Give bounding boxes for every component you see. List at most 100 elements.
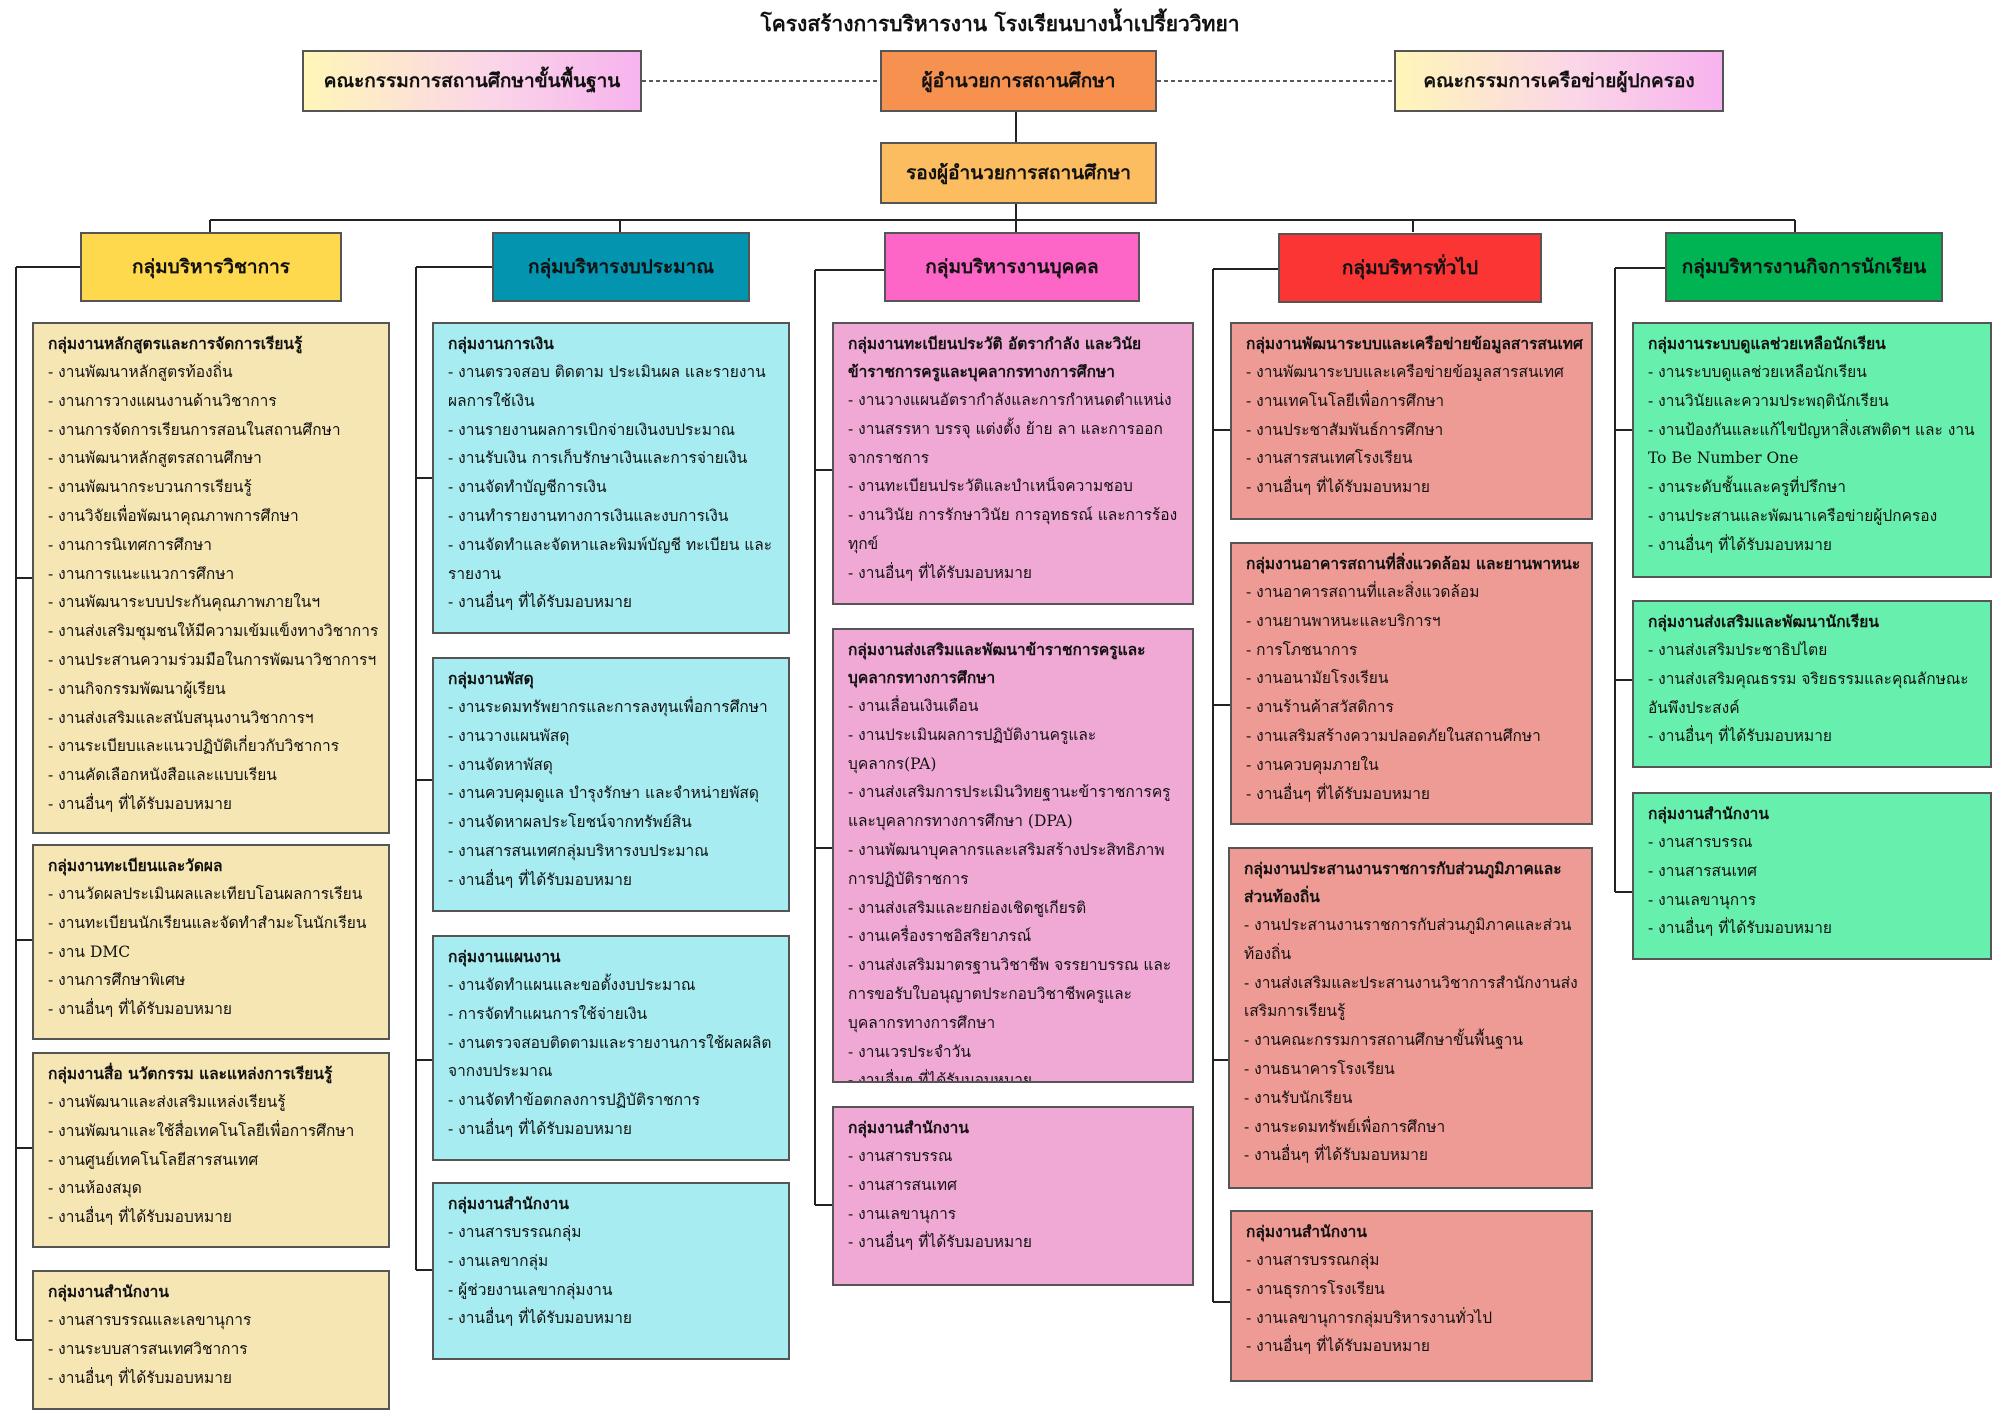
task-item: - งานรับเงิน การเก็บรักษาเงินและการจ่ายเ… — [448, 449, 748, 468]
task-item: - งานการแนะแนวการศึกษา — [48, 564, 235, 583]
task-item: - งานการจัดการเรียนการสอนในสถานศึกษา — [48, 420, 341, 439]
task-item: - งานสารบรรณ — [848, 1147, 953, 1165]
task-item: - งานยานพาหนะและบริการฯ — [1246, 611, 1441, 630]
task-item: - การจัดทำแผนการใช้จ่ายเงิน — [448, 1004, 648, 1023]
task-item: - งานประชาสัมพันธ์การศึกษา — [1246, 420, 1444, 439]
task-item: - งานกิจกรรมพัฒนาผู้เรียน — [48, 679, 226, 698]
task-item: - งานส่งเสริมมาตรฐานวิชาชีพ จรรยาบรรณ แล… — [848, 956, 1172, 1032]
task-item: - งานอื่นๆ ที่ได้รับมอบหมาย — [48, 1000, 233, 1019]
task-item: - งานจัดทำแผนและขอตั้งงบประมาณ — [448, 976, 696, 994]
task-item: - งานส่งเสริมคุณธรรม จริยธรรมและคุณลักษณ… — [1648, 669, 1969, 717]
task-item: - งานอาคารสถานที่และสิ่งแวดล้อม — [1246, 583, 1480, 601]
task-item: - งานประสานงานราชการกับส่วนภูมิภาคและส่ว… — [1244, 916, 1572, 963]
task-item: - งานพัฒนาระบบและเครือข่ายข้อมูลสารสนเทศ — [1246, 363, 1564, 381]
student-affairs-header: กลุ่มบริหารงานกิจการนักเรียน — [1665, 232, 1943, 302]
group-title: กลุ่มงานแผนงาน — [448, 947, 561, 966]
task-item: - งานสารบรรณกลุ่ม — [448, 1223, 582, 1241]
task-item: - งานประสานและพัฒนาเครือข่ายผู้ปกครอง — [1648, 506, 1938, 525]
task-item: - งานเลื่อนเงินเดือน — [848, 697, 979, 715]
group-title: กลุ่มงานสื่อ นวัตกรรม และแหล่งการเรียนรู… — [48, 1064, 333, 1083]
task-list: - งานสารบรรณ- งานสารสนเทศ- งานเลขานุการ-… — [1648, 828, 1982, 943]
task-item: - งานอื่นๆ ที่ได้รับมอบหมาย — [48, 1208, 233, 1227]
parent-network-committee-label: คณะกรรมการเครือข่ายผู้ปกครอง — [1423, 70, 1695, 92]
basic-education-committee-box: คณะกรรมการสถานศึกษาขั้นพื้นฐาน — [302, 50, 642, 112]
deputy-director-box: รองผู้อำนวยการสถานศึกษา — [880, 142, 1157, 204]
task-item: - งานอื่นๆ ที่ได้รับมอบหมาย — [848, 1071, 1033, 1083]
task-item: - งานอื่นๆ ที่ได้รับมอบหมาย — [1648, 919, 1833, 938]
task-item: - งาน DMC — [48, 942, 131, 961]
task-item: - งานควบคุมดูแล บำรุงรักษา และจำหน่ายพัส… — [448, 784, 759, 803]
task-item: - งานห้องสมุด — [48, 1179, 142, 1198]
task-item: - งานควบคุมภายใน — [1246, 755, 1379, 774]
registration-evaluation-group: กลุ่มงานทะเบียนและวัดผล - งานวัดผลประเมิน… — [32, 844, 390, 1040]
task-item: - งานธนาคารโรงเรียน — [1244, 1059, 1395, 1078]
task-item: - งานส่งเสริมชุมชนให้มีความเข้มแข็งทางวิ… — [48, 622, 379, 641]
group-title: กลุ่มงานทะเบียนประวัติ อัตรากำลัง และวิน… — [848, 334, 1142, 381]
task-item: - งานระดมทรัพยากรและการลงทุนเพื่อการศึกษ… — [448, 698, 768, 716]
buildings-environment-group: กลุ่มงานอาคารสถานที่สิ่งแวดล้อม และยานพา… — [1230, 542, 1593, 825]
task-item: - งานพัฒนาและส่งเสริมแหล่งเรียนรู้ — [48, 1093, 286, 1111]
task-item: - งานการศึกษาพิเศษ — [48, 971, 186, 990]
task-item: - งานศูนย์เทคโนโลยีสารสนเทศ — [48, 1150, 259, 1169]
task-item: - งานสารบรรณ — [1648, 833, 1753, 851]
task-item: - งานอื่นๆ ที่ได้รับมอบหมาย — [1246, 784, 1431, 803]
student-development-group: กลุ่มงานส่งเสริมและพัฒนานักเรียน - งานส่ง… — [1632, 600, 1992, 768]
task-list: - งานวัดผลประเมินผลและเทียบโอนผลการเรียน… — [48, 880, 380, 1024]
task-item: - งานเสริมสร้างความปลอดภัยในสถานศึกษา — [1246, 726, 1541, 745]
task-list: - งานสารบรรณกลุ่ม- งานเลขากลุ่ม- ผู้ช่วย… — [448, 1218, 780, 1333]
task-item: - งานพัฒนาและใช้สื่อเทคโนโลยีเพื่อการศึก… — [48, 1121, 355, 1140]
task-item: - งานระดมทรัพย์เพื่อการศึกษา — [1244, 1117, 1446, 1136]
task-item: - งานวินัย การรักษาวินัย การอุทธรณ์ และก… — [848, 506, 1178, 553]
task-item: - งานระดับชั้นและครูที่ปรึกษา — [1648, 478, 1846, 497]
task-item: - งานธุรการโรงเรียน — [1246, 1279, 1385, 1298]
academic-affairs-header: กลุ่มบริหารวิชาการ — [80, 232, 342, 302]
task-item: - งานอื่นๆ ที่ได้รับมอบหมาย — [1648, 727, 1833, 746]
task-item: - งานเลขานุการกลุ่มบริหารงานทั่วไป — [1246, 1308, 1493, 1327]
task-item: - งานรับนักเรียน — [1244, 1088, 1353, 1107]
task-list: - งานพัฒนาระบบและเครือข่ายข้อมูลสารสนเทศ… — [1246, 358, 1583, 502]
column-header-label: กลุ่มบริหารงบประมาณ — [528, 256, 714, 278]
task-list: - งานเลื่อนเงินเดือน - งานประเมินผลการปฏิ… — [848, 692, 1184, 1083]
task-item: - งานสารสนเทศโรงเรียน — [1246, 449, 1413, 468]
media-innovation-group: กลุ่มงานสื่อ นวัตกรรม และแหล่งการเรียนรู… — [32, 1052, 390, 1248]
group-title: กลุ่มงานสำนักงาน — [448, 1194, 569, 1213]
task-item: - งานประเมินผลการปฏิบัติงานครูและบุคลากร… — [848, 725, 1097, 773]
group-title: กลุ่มงานส่งเสริมและพัฒนานักเรียน — [1648, 612, 1879, 631]
task-item: - งานส่งเสริมและยกย่องเชิดชูเกียรติ — [848, 898, 1087, 917]
task-item: - งานอื่นๆ ที่ได้รับมอบหมาย — [448, 1119, 633, 1138]
group-title: กลุ่มงานทะเบียนและวัดผล — [48, 856, 223, 875]
personnel-development-group: กลุ่มงานส่งเสริมและพัฒนาข้าราชการครูและบ… — [832, 628, 1194, 1083]
task-item: - ผู้ช่วยงานเลขากลุ่มงาน — [448, 1280, 613, 1299]
budget-header: กลุ่มบริหารงบประมาณ — [492, 232, 750, 302]
task-item: - งานอื่นๆ ที่ได้รับมอบหมาย — [848, 1233, 1033, 1252]
task-list: - งานสารบรรณและเลขานุการ - งานระบบสารสนเท… — [48, 1306, 380, 1392]
task-list: - งานจัดทำแผนและขอตั้งงบประมาณ - การจัดทำ… — [448, 971, 780, 1144]
regional-coordination-group: กลุ่มงานประสานงานราชการกับส่วนภูมิภาคและ… — [1228, 847, 1593, 1189]
task-list: - งานสารบรรณ- งานสารสนเทศ- งานเลขานุการ-… — [848, 1142, 1184, 1257]
task-item: - งานเครื่องราชอิสริยาภรณ์ — [848, 927, 1032, 946]
task-item: - งานสารบรรณและเลขานุการ — [48, 1311, 252, 1329]
task-item: - งานร้านค้าสวัสดิการ — [1246, 698, 1394, 717]
task-item: - งานส่งเสริมและสนับสนุนงานวิชาการฯ — [48, 708, 314, 727]
task-item: - งานสารสนเทศ — [848, 1175, 957, 1194]
task-item: - งานเทคโนโลยีเพื่อการศึกษา — [1246, 391, 1445, 410]
task-item: - งานสรรหา บรรจุ แต่งตั้ง ย้าย ลา และการ… — [848, 419, 1163, 467]
group-title: กลุ่มงานส่งเสริมและพัฒนาข้าราชการครูและบ… — [848, 640, 1146, 687]
task-item: - งานอื่นๆ ที่ได้รับมอบหมาย — [448, 1309, 633, 1328]
task-item: - งานอื่นๆ ที่ได้รับมอบหมาย — [1246, 478, 1431, 497]
task-list: - งานพัฒนาหลักสูตรท้องถิ่น- งานการวางแผน… — [48, 358, 380, 819]
academic-office-group: กลุ่มงานสำนักงาน- งานสารบรรณและเลขานุการ… — [32, 1270, 390, 1410]
task-item: - งานระบบสารสนเทศวิชาการ — [48, 1339, 248, 1358]
task-item: - งานเลขานุการ — [1648, 890, 1757, 909]
column-header-label: กลุ่มบริหารงานกิจการนักเรียน — [1681, 256, 1927, 278]
task-item: - งานอื่นๆ ที่ได้รับมอบหมาย — [448, 593, 633, 612]
task-item: - งานจัดทำบัญชีการเงิน — [448, 478, 607, 497]
task-item: - งานพัฒนาระบบประกันคุณภาพภายในฯ — [48, 593, 321, 612]
task-list: - งานวางแผนอัตรากำลังและการกำหนดตำแหน่ง-… — [848, 386, 1184, 588]
director-box: ผู้อำนวยการสถานศึกษา — [880, 50, 1157, 112]
task-item: - งานการวางแผนงานด้านวิชาการ — [48, 391, 277, 410]
column-header-label: กลุ่มบริหารทั่วไป — [1341, 257, 1479, 279]
director-label: ผู้อำนวยการสถานศึกษา — [921, 70, 1116, 92]
basic-education-committee-label: คณะกรรมการสถานศึกษาขั้นพื้นฐาน — [323, 70, 621, 92]
